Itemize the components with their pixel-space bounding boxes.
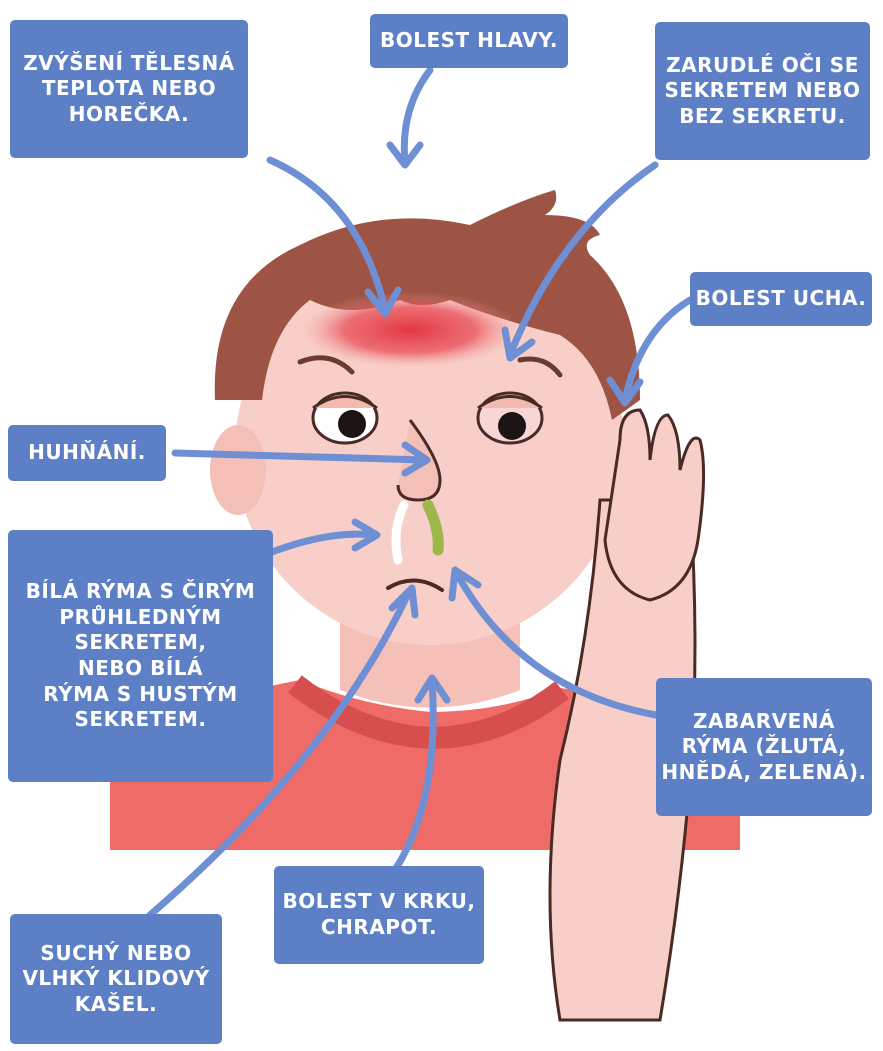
- label-headache: BOLEST HLAVY.: [370, 14, 568, 68]
- label-cough: SUCHÝ NEBO VLHKÝ KLIDOVÝ KAŠEL.: [10, 914, 222, 1044]
- headache-arrow: [390, 70, 430, 165]
- label-white-runny-nose: BÍLÁ RÝMA S ČIRÝM PRŮHLEDNÝM SEKRETEM, N…: [8, 530, 273, 782]
- fever-glow: [300, 292, 520, 368]
- label-red-eyes: ZARUDLÉ OČI SE SEKRETEM NEBO BEZ SEKRETU…: [655, 22, 870, 160]
- label-colored-runny-nose: ZABARVENÁ RÝMA (ŽLUTÁ, HNĚDÁ, ZELENÁ).: [656, 678, 872, 816]
- left-pupil: [338, 410, 366, 438]
- label-fever: ZVÝŠENÍ TĚLESNÁ TEPLOTA NEBO HOREČKA.: [10, 20, 248, 158]
- label-sore-throat: BOLEST V KRKU, CHRAPOT.: [274, 866, 484, 964]
- left-ear: [210, 425, 266, 515]
- label-nasal-voice: HUHŇÁNÍ.: [8, 425, 166, 481]
- hand: [605, 410, 704, 600]
- right-pupil: [498, 412, 526, 440]
- label-earache: BOLEST UCHA.: [690, 272, 872, 326]
